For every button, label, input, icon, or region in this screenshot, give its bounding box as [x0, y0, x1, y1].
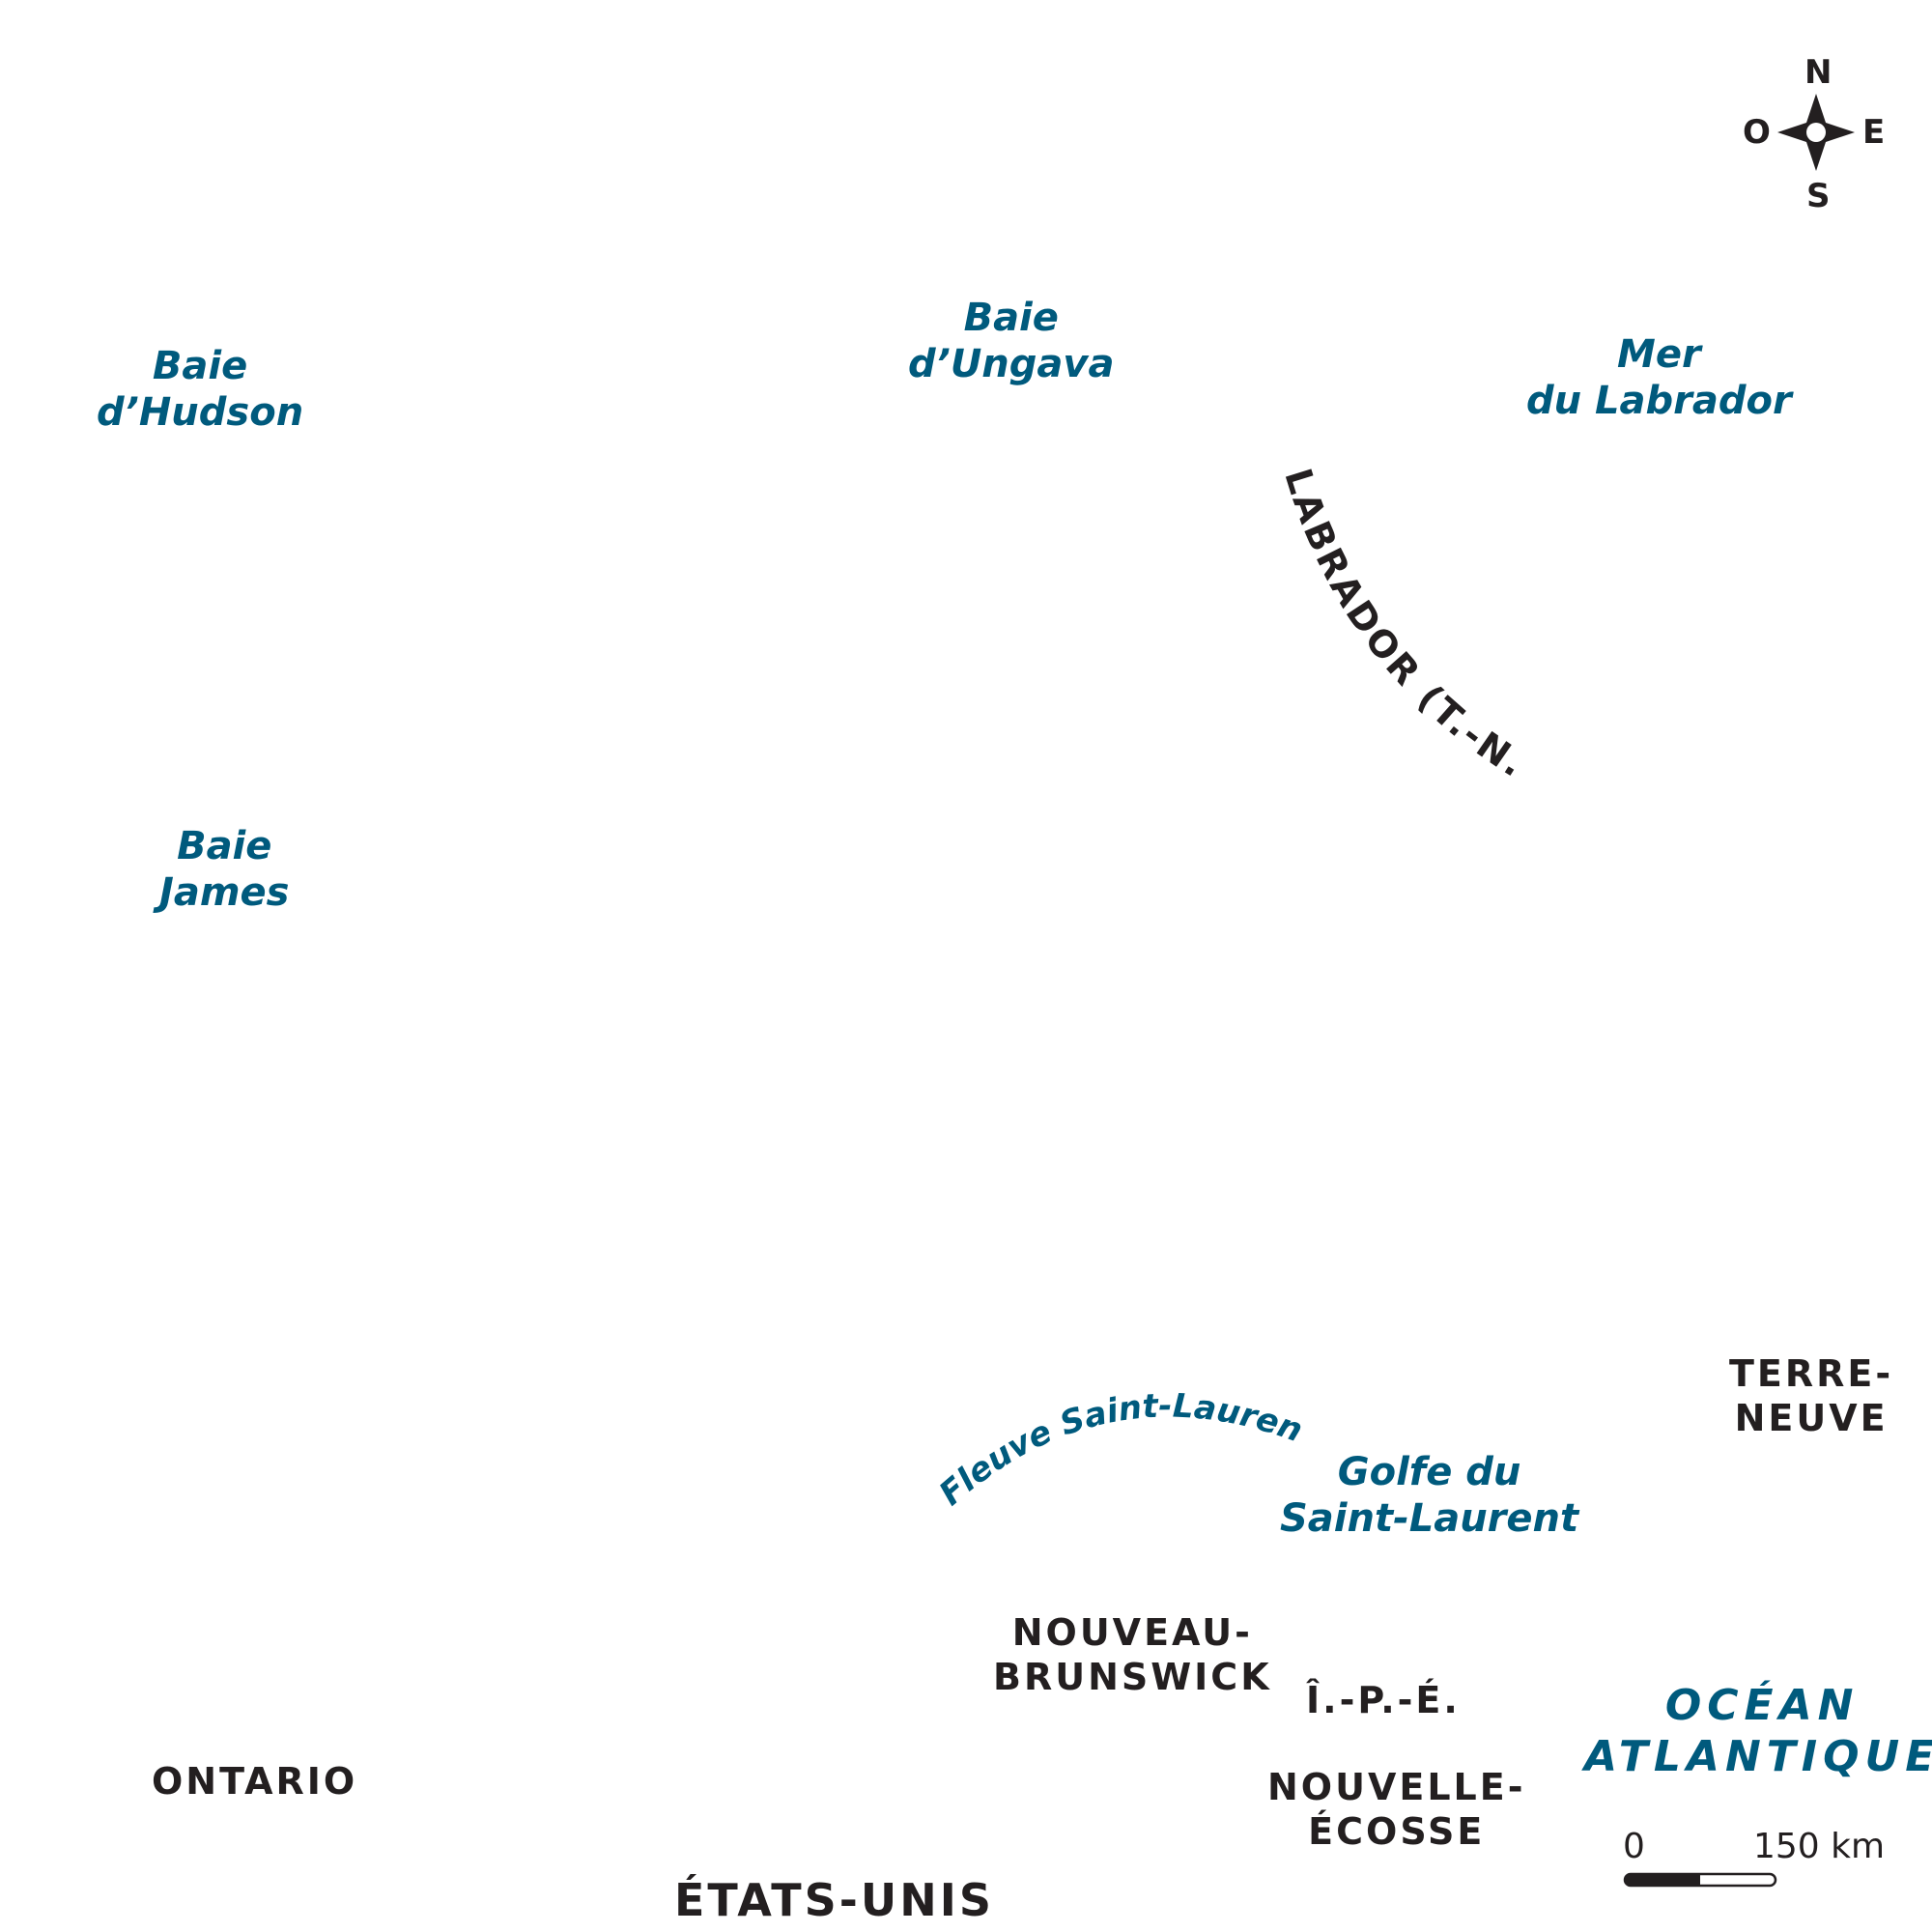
scale-bar: 0 150 km — [1623, 1826, 1913, 1893]
label-line: TERRE- — [1729, 1352, 1894, 1395]
label-line: Saint-Laurent — [1280, 1496, 1579, 1541]
label-line: NOUVELLE- — [1267, 1766, 1526, 1808]
label-line: ÉCOSSE — [1308, 1809, 1486, 1853]
label-nouveau-brunswick: NOUVEAU- BRUNSWICK — [993, 1611, 1272, 1699]
label-line: d’Ungava — [908, 342, 1115, 386]
label-ontario: ONTARIO — [152, 1760, 358, 1803]
label-ipe: Î.-P.-É. — [1306, 1679, 1461, 1721]
label-golfe-saint-laurent: Golfe du Saint-Laurent — [1280, 1449, 1578, 1542]
label-baie-james: Baie James — [159, 823, 290, 916]
label-line: OCÉAN — [1664, 1681, 1860, 1730]
label-line: BRUNSWICK — [993, 1655, 1272, 1698]
compass-south: S — [1806, 177, 1831, 215]
label-labrador: LABRADOR (T.-N.) — [0, 0, 1534, 786]
label-baie-hudson: Baie d’Hudson — [97, 343, 303, 436]
label-line: du Labrador — [1526, 379, 1792, 423]
label-line: James — [159, 870, 290, 915]
label-etats-unis: ÉTATS-UNIS — [674, 1874, 994, 1926]
compass-west: O — [1743, 113, 1771, 152]
compass-rose: N S E O — [1739, 53, 1903, 217]
label-line: Mer — [1617, 332, 1701, 377]
label-ocean-atlantique: OCÉAN ATLANTIQUE — [1584, 1681, 1932, 1783]
label-line: Baie — [963, 296, 1059, 340]
compass-north: N — [1804, 53, 1833, 92]
label-fleuve-saint-laurent: Fleuve Saint-Laurent — [0, 0, 1307, 1514]
label-line: Baie — [152, 344, 248, 388]
label-line: Golfe du — [1337, 1450, 1521, 1494]
label-line: NEUVE — [1734, 1396, 1889, 1439]
label-line: ATLANTIQUE — [1584, 1731, 1932, 1781]
scale-end-label: 150 km — [1753, 1827, 1886, 1866]
label-mer-labrador: Mer du Labrador — [1526, 331, 1792, 424]
scale-start-label: 0 — [1623, 1827, 1645, 1866]
label-line: d’Hudson — [97, 390, 304, 435]
label-nouvelle-ecosse: NOUVELLE- ÉCOSSE — [1267, 1766, 1526, 1854]
scale-bar-graphic — [1623, 1872, 1777, 1888]
compass-east: E — [1862, 113, 1886, 152]
label-baie-ungava: Baie d’Ungava — [908, 295, 1114, 387]
compass-star-icon — [1777, 94, 1855, 171]
labrador-text-path: LABRADOR (T.-N.) — [0, 0, 1531, 786]
label-terre-neuve: TERRE- NEUVE — [1729, 1352, 1893, 1440]
label-line: NOUVEAU- — [1011, 1611, 1253, 1654]
label-line: Baie — [177, 824, 272, 868]
river-text-path: Fleuve Saint-Laurent — [0, 0, 1307, 1514]
